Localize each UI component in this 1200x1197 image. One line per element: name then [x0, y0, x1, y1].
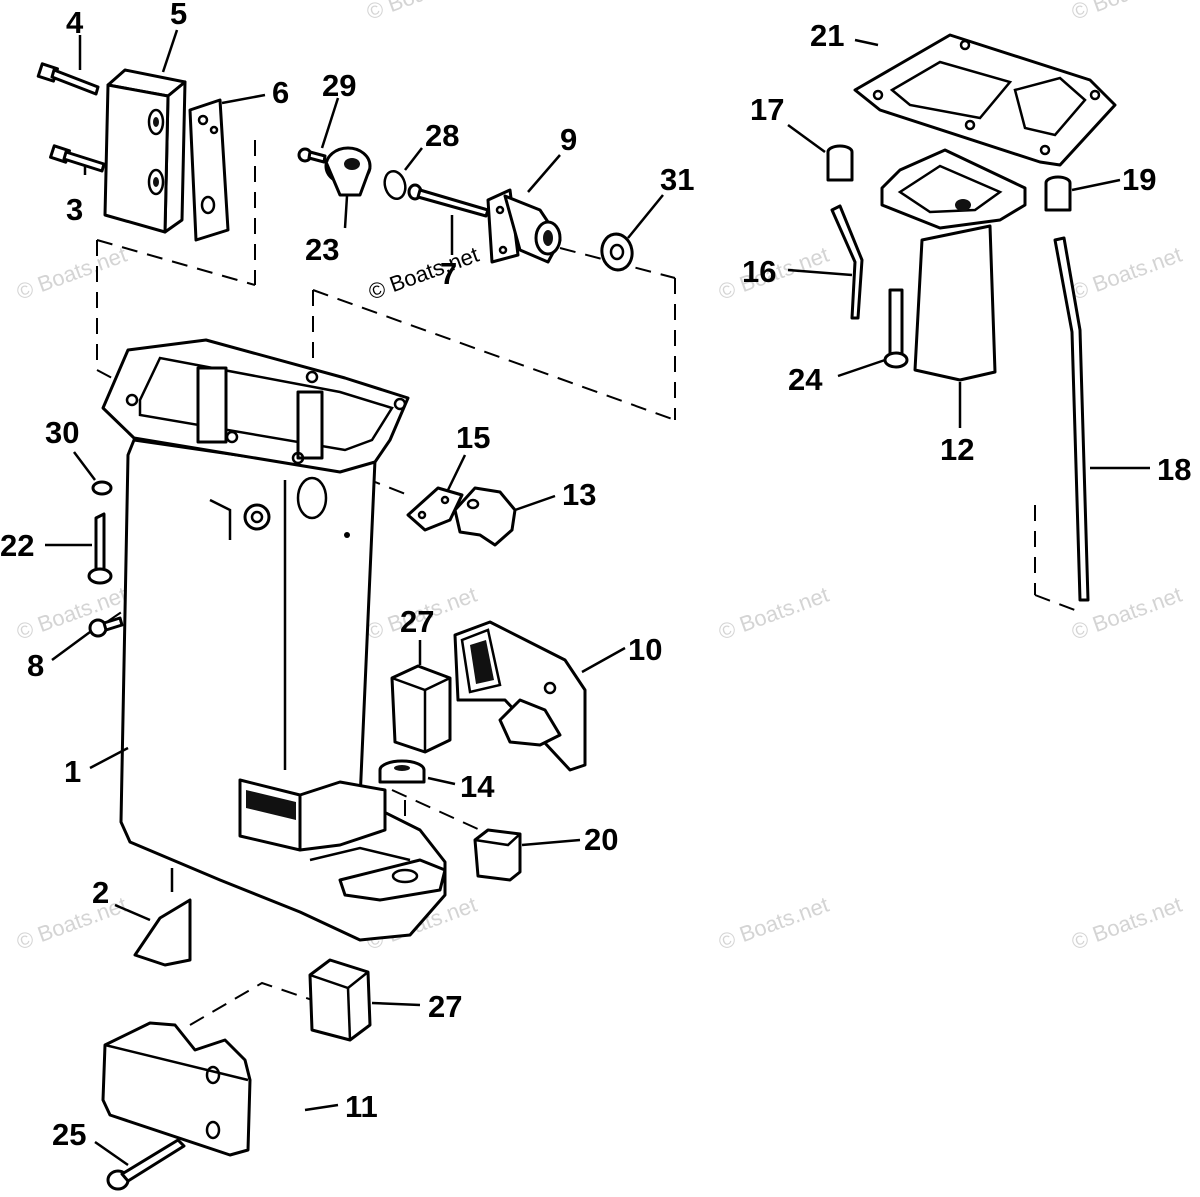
callout-28: 28 — [425, 118, 459, 153]
part-14-grommet — [378, 759, 426, 784]
part-29-screw — [297, 147, 327, 164]
callout-5: 5 — [170, 0, 187, 31]
callout-3: 3 — [66, 192, 83, 227]
watermark-2: © Boats.net — [363, 0, 480, 25]
part-6-gasket — [188, 98, 230, 242]
part-23-fitting — [324, 146, 372, 197]
part-12-exhaust-tube — [880, 148, 1027, 382]
callout-6: 6 — [272, 75, 289, 110]
part-20-block — [473, 828, 522, 882]
part-9-bracket — [486, 188, 562, 264]
callout-23: 23 — [305, 232, 339, 267]
watermark-10: © Boats.net — [13, 892, 130, 955]
callout-8: 8 — [27, 648, 44, 683]
callout-19: 19 — [1122, 162, 1156, 197]
part-21-gasket-plate — [853, 33, 1117, 167]
callout-29: 29 — [322, 68, 356, 103]
callout-21: 21 — [810, 18, 844, 53]
callout-18: 18 — [1157, 452, 1191, 487]
callout-25: 25 — [52, 1117, 86, 1152]
part-13-clip — [453, 486, 517, 547]
callout-13: 13 — [562, 477, 596, 512]
callout-2: 2 — [92, 875, 109, 910]
part-24-bolt — [883, 288, 909, 369]
watermark-12: © Boats.net — [715, 892, 832, 955]
callout-31: 31 — [660, 162, 694, 197]
part-7-bolt — [407, 183, 490, 218]
callout-labels: 4 5 6 3 29 28 9 31 23 7 21 17 19 16 24 1… — [0, 0, 1191, 1152]
callout-11: 11 — [345, 1089, 378, 1124]
callout-9: 9 — [560, 122, 577, 157]
callout-1: 1 — [64, 754, 81, 789]
part-10-bracket — [453, 620, 587, 772]
callout-14: 14 — [460, 769, 495, 804]
callout-22: 22 — [0, 528, 34, 563]
callout-7: 7 — [440, 256, 457, 291]
watermark-5: © Boats.net — [1068, 242, 1185, 305]
watermark-1: © Boats.net — [13, 242, 130, 305]
callout-20: 20 — [584, 822, 618, 857]
callout-27-upper: 27 — [400, 604, 434, 639]
callout-30: 30 — [45, 415, 79, 450]
part-4-screw — [36, 62, 100, 96]
callout-12: 12 — [940, 432, 974, 467]
part-30-washer — [91, 480, 113, 496]
part-17-plug — [826, 144, 854, 182]
boats-net-credit: © Boats.net — [365, 242, 482, 305]
part-8-screw — [88, 616, 124, 638]
part-19-plug — [1044, 175, 1072, 212]
part-11-lower-cover — [101, 1021, 252, 1157]
callout-24: 24 — [788, 362, 823, 397]
part-27-block-lower — [308, 958, 372, 1042]
callout-17: 17 — [750, 92, 784, 127]
part-31-washer — [600, 232, 634, 272]
watermark-3: © Boats.net — [1068, 0, 1185, 25]
exhaust-housing-top-flange — [101, 338, 410, 474]
leader-lines — [45, 29, 1150, 1167]
part-16-tube — [830, 204, 864, 320]
callout-27-lower: 27 — [428, 989, 462, 1024]
part-28-o-ring — [383, 169, 407, 201]
watermark-6: © Boats.net — [13, 582, 130, 645]
callout-10: 10 — [628, 632, 662, 667]
part-15-gasket — [406, 486, 464, 532]
callout-15: 15 — [456, 420, 490, 455]
part-5-cover — [103, 68, 187, 234]
watermark-13: © Boats.net — [1068, 892, 1185, 955]
part-2-plate — [133, 898, 192, 967]
watermark-8: © Boats.net — [715, 582, 832, 645]
part-3-screw — [49, 144, 106, 173]
part-18-tube — [1053, 236, 1090, 602]
callout-16: 16 — [742, 254, 776, 289]
part-27-block-upper — [390, 664, 452, 754]
part-22-bolt — [87, 512, 113, 585]
part-25-bolt — [106, 1138, 186, 1191]
callout-4: 4 — [66, 5, 84, 40]
exhaust-housing — [101, 338, 447, 942]
